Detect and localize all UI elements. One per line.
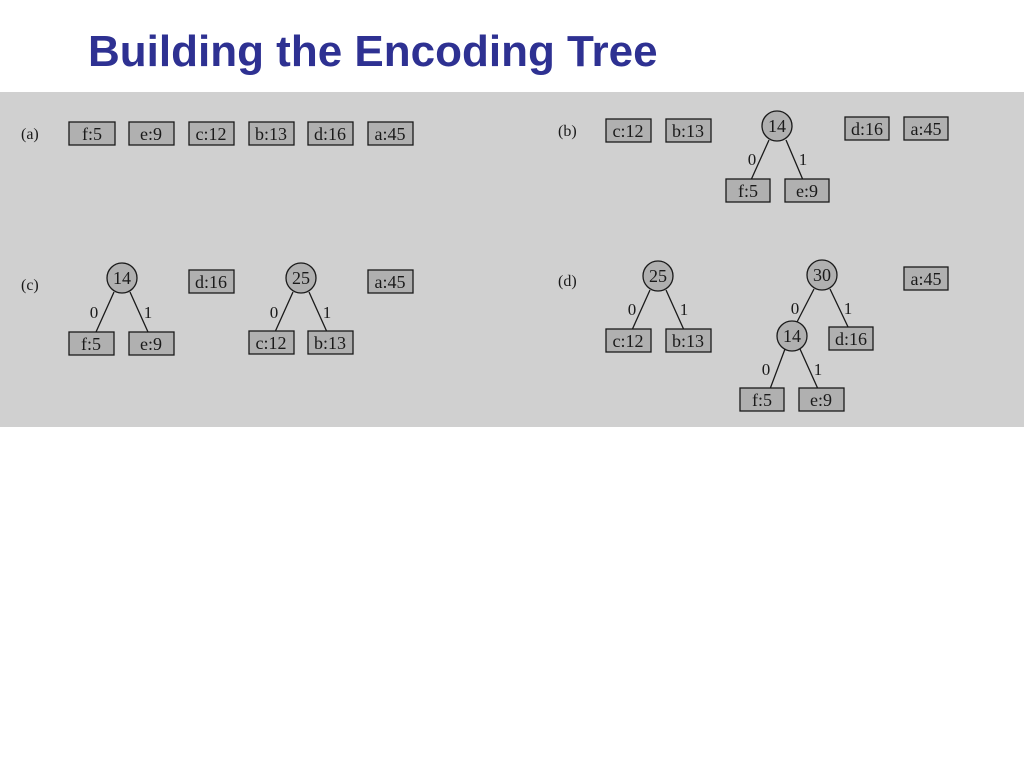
tree-edge <box>769 348 786 390</box>
leaf-d16: d:16 <box>828 326 874 351</box>
leaf-label: f:5 <box>738 181 758 201</box>
internal-node-30: 30 <box>806 259 838 291</box>
leaf-label: c:12 <box>256 333 287 353</box>
leaf-a45: a:45 <box>903 116 949 141</box>
leaf-label: a:45 <box>911 119 942 139</box>
internal-node-25: 25 <box>285 262 317 294</box>
panel-a: (a) f:5 e:9 c:12 b:13 d:16 a:45 <box>21 121 414 146</box>
panel-label-c: (c) <box>21 277 39 294</box>
panel-label-a: (a) <box>21 126 39 143</box>
leaf-b13: b:13 <box>248 121 295 146</box>
leaf-e9: e:9 <box>128 121 175 146</box>
tree-edge <box>796 288 815 323</box>
leaf-label: e:9 <box>810 390 832 410</box>
leaf-label: f:5 <box>81 334 101 354</box>
leaf-label: e:9 <box>140 334 162 354</box>
leaf-label: b:13 <box>314 333 346 353</box>
panel-label-b: (b) <box>558 123 577 140</box>
leaf-d16: d:16 <box>844 116 890 141</box>
leaf-a45: a:45 <box>367 121 414 146</box>
edge-label: 0 <box>90 303 99 322</box>
leaf-a45: a:45 <box>367 269 414 294</box>
panel-c: (c) 0 1 14 f:5 e:9 d:16 0 1 25 <box>21 262 414 356</box>
leaf-label: a:45 <box>375 272 406 292</box>
leaf-b13: b:13 <box>665 118 712 143</box>
leaf-d16: d:16 <box>188 269 235 294</box>
node-weight: 14 <box>113 268 131 288</box>
edge-label: 1 <box>323 303 332 322</box>
tree-edge <box>799 348 819 390</box>
edge-label: 0 <box>270 303 279 322</box>
leaf-f5: f:5 <box>68 121 116 146</box>
tree-edge <box>631 289 651 331</box>
tree-edge <box>308 291 328 333</box>
leaf-label: b:13 <box>672 331 704 351</box>
edge-label: 0 <box>628 300 637 319</box>
leaf-label: d:16 <box>851 119 883 139</box>
internal-node-25: 25 <box>642 260 674 292</box>
tree-edge <box>750 139 770 181</box>
leaf-label: f:5 <box>752 390 772 410</box>
encoding-tree-figure: (a) f:5 e:9 c:12 b:13 d:16 a:45 (b) <box>0 92 1024 427</box>
tree-edge <box>274 291 294 333</box>
edge-label: 0 <box>748 150 757 169</box>
leaf-c12: c:12 <box>605 328 652 353</box>
leaf-f5: f:5 <box>739 387 785 412</box>
leaf-label: e:9 <box>796 181 818 201</box>
leaf-d16: d:16 <box>307 121 354 146</box>
leaf-label: e:9 <box>140 124 162 144</box>
tree-edge <box>95 291 115 333</box>
node-weight: 25 <box>649 266 667 286</box>
leaf-a45: a:45 <box>903 266 949 291</box>
leaf-f5: f:5 <box>725 178 771 203</box>
leaf-c12: c:12 <box>248 330 295 355</box>
figure-canvas: (a) f:5 e:9 c:12 b:13 d:16 a:45 (b) <box>21 110 949 412</box>
edge-label: 1 <box>144 303 153 322</box>
internal-node-14: 14 <box>776 320 808 352</box>
leaf-f5: f:5 <box>68 331 115 356</box>
tree-edge <box>665 289 685 331</box>
leaf-label: f:5 <box>82 124 102 144</box>
leaf-label: c:12 <box>613 121 644 141</box>
leaf-label: c:12 <box>196 124 227 144</box>
leaf-b13: b:13 <box>665 328 712 353</box>
leaf-label: a:45 <box>911 269 942 289</box>
slide-title: Building the Encoding Tree <box>88 27 658 76</box>
internal-node-14: 14 <box>761 110 793 142</box>
edge-label: 0 <box>791 299 800 318</box>
edge-label: 1 <box>844 299 853 318</box>
leaf-label: c:12 <box>613 331 644 351</box>
edge-label: 0 <box>762 360 771 379</box>
tree-edge <box>129 291 149 333</box>
leaf-label: d:16 <box>195 272 227 292</box>
internal-node-14: 14 <box>106 262 138 294</box>
leaf-label: d:16 <box>835 329 867 349</box>
edge-label: 1 <box>814 360 823 379</box>
node-weight: 25 <box>292 268 310 288</box>
leaf-label: d:16 <box>314 124 346 144</box>
panel-d: (d) 0 1 25 c:12 b:13 0 1 30 0 1 <box>558 259 949 412</box>
node-weight: 30 <box>813 265 831 285</box>
leaf-e9: e:9 <box>798 387 845 412</box>
leaf-e9: e:9 <box>128 331 175 356</box>
node-weight: 14 <box>783 326 801 346</box>
leaf-c12: c:12 <box>605 118 652 143</box>
node-weight: 14 <box>768 116 786 136</box>
leaf-label: a:45 <box>375 124 406 144</box>
tree-edge <box>785 139 804 181</box>
tree-edge <box>829 288 850 330</box>
edge-label: 1 <box>680 300 689 319</box>
leaf-e9: e:9 <box>784 178 830 203</box>
edge-label: 1 <box>799 150 808 169</box>
leaf-c12: c:12 <box>188 121 235 146</box>
panel-b: (b) c:12 b:13 0 1 14 f:5 e:9 d:16 <box>558 110 949 203</box>
leaf-label: b:13 <box>672 121 704 141</box>
panel-label-d: (d) <box>558 273 577 290</box>
leaf-label: b:13 <box>255 124 287 144</box>
leaf-b13: b:13 <box>307 330 354 355</box>
